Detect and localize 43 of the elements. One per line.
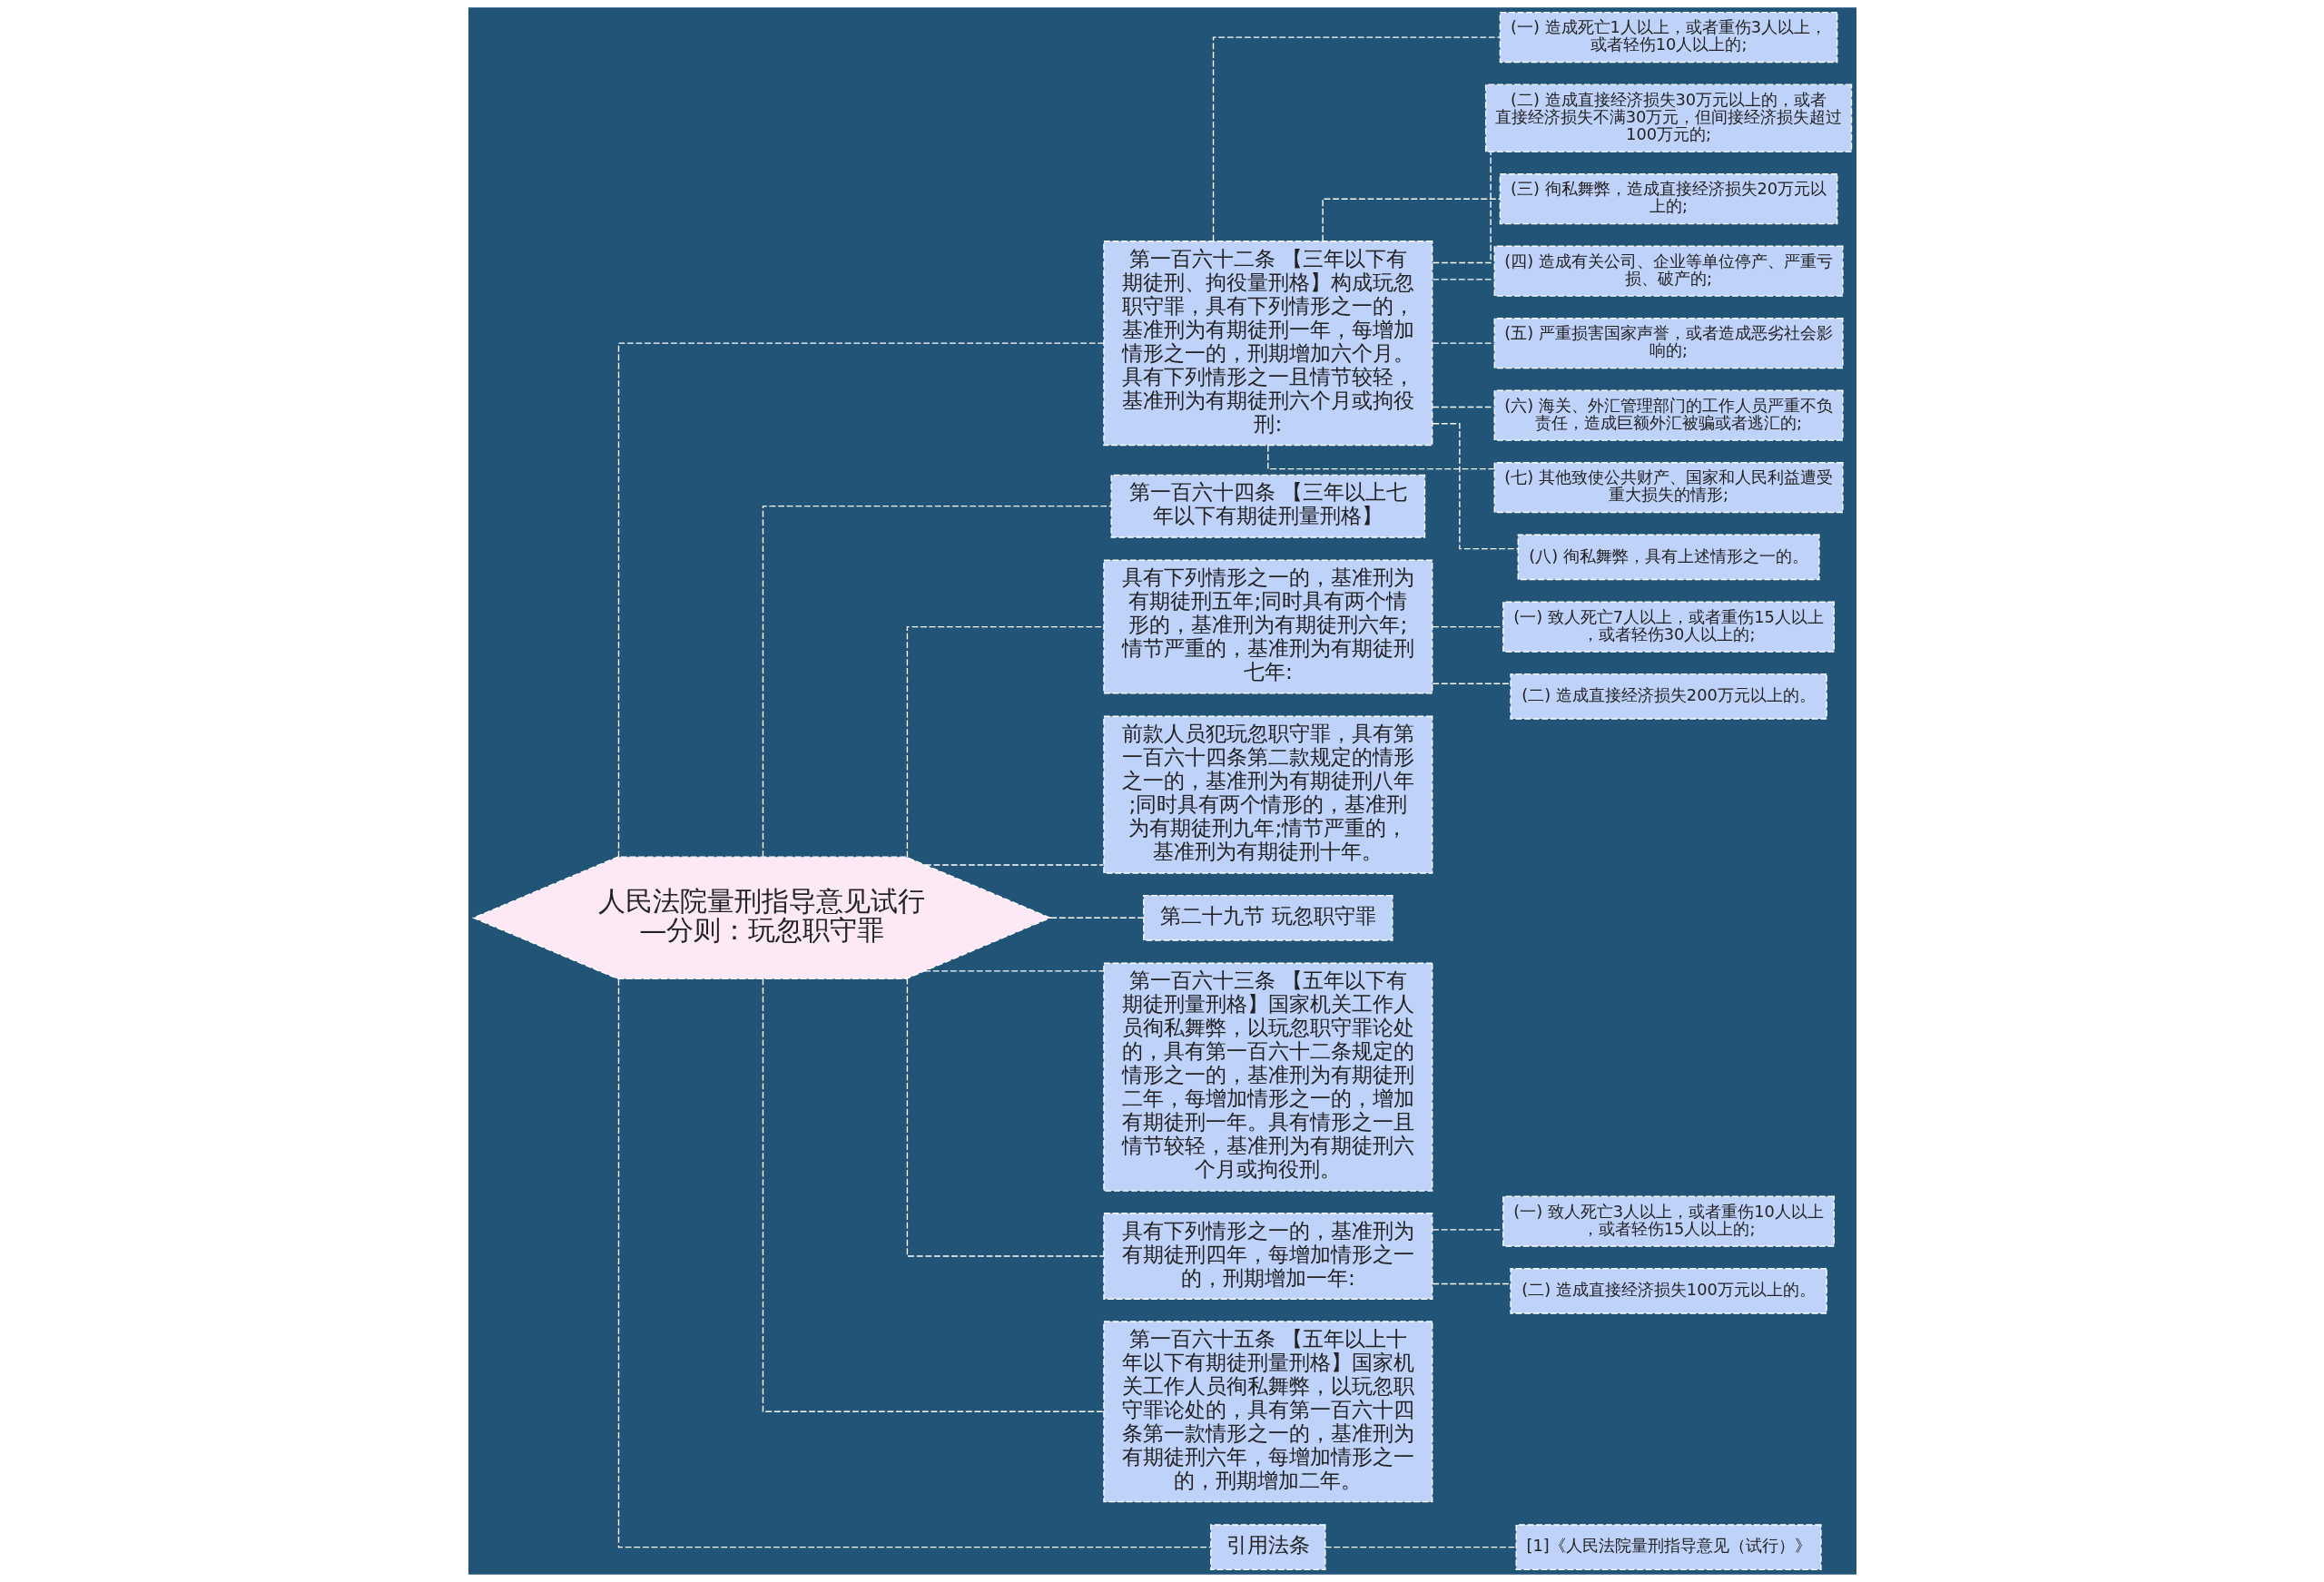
node-box: [1]《人民法院量刑指导意见（试行）》 (1515, 1524, 1822, 1571)
connector (762, 978, 1104, 1412)
connector (1212, 36, 1501, 242)
node-box: 第一百六十四条 【三年以上七年以下有期徒刑量刑格】 (1109, 474, 1425, 538)
node-box: (二) 造成直接经济损失100万元以上的。 (1509, 1268, 1827, 1314)
node-box: (五) 严重损害国家声誉，或者造成恶劣社会影响的; (1493, 318, 1844, 369)
connector (1432, 1282, 1511, 1285)
connector (1432, 406, 1495, 408)
connector (617, 978, 1211, 1548)
connector (1324, 1547, 1516, 1548)
node-box: 第二十九节 玩忽职守罪 (1142, 894, 1393, 941)
node-box: (四) 造成有关公司、企业等单位停产、严重亏损、破产的; (1493, 245, 1844, 297)
node-box: (一) 致人死亡7人以上，或者重伤15人以上，或者轻伤30人以上的; (1502, 601, 1835, 653)
node-box: (七) 其他致使公共财产、国家和人民利益遭受重大损失的情形; (1493, 462, 1844, 514)
node-box: (六) 海关、外汇管理部门的工作人员严重不负责任，造成巨额外汇被骗或者逃汇的; (1493, 389, 1844, 441)
connector (1432, 342, 1495, 344)
node-box: (二) 造成直接经济损失200万元以上的。 (1509, 673, 1827, 720)
node-box: (八) 徇私舞弊，具有上述情形之一的。 (1517, 534, 1820, 581)
connector (1432, 151, 1492, 264)
connector (1321, 198, 1501, 242)
node-box: 具有下列情形之一的，基准刑为有期徒刑四年，每增加情形之一的，刑期增加一年: (1102, 1213, 1433, 1300)
connector (1432, 683, 1511, 684)
connector (617, 342, 1105, 858)
connector (906, 625, 1104, 859)
connector (906, 978, 1104, 1257)
node-box: (二) 造成直接经济损失30万元以上的，或者直接经济损失不满30万元，但间接经济损失超过100万元的; (1484, 84, 1852, 152)
connector (1432, 625, 1503, 628)
connector (1049, 917, 1144, 919)
connector (1432, 1229, 1503, 1231)
node-box: (三) 徇私舞弊，造成直接经济损失20万元以上的; (1499, 173, 1837, 225)
node-box: 引用法条 (1209, 1524, 1326, 1571)
node-box: 前款人员犯玩忽职守罪，具有第一百六十四条第二款规定的情形之一的，基准刑为有期徒刑八年;同时具有两个情形的，基准刑为有期徒刑九年;情节严重的，基准刑为有期徒刑十年。 (1102, 715, 1433, 874)
node-box: (一) 造成死亡1人以上，或者重伤3人以上，或者轻伤10人以上的; (1499, 11, 1837, 64)
connector (762, 506, 1111, 858)
connector (1432, 279, 1495, 280)
node-box: 第一百六十五条 【五年以上十年以下有期徒刑量刑格】国家机关工作人员徇私舞弊，以玩忽职守罪论处的，具有第一百六十四条第一款情形之一的，基准刑为有期徒刑六年，每增加情形之一的，刑期增加二年。 (1102, 1321, 1433, 1503)
node-box: 第一百六十二条 【三年以下有期徒刑、拘役量刑格】构成玩忽职守罪，具有下列情形之一的，基准刑为有期徒刑一年，每增加情形之一的，刑期增加六个月。具有下列情形之一且情节较轻，基准刑为有期徒刑六个月或拘役刑: (1102, 241, 1433, 447)
node-box: 具有下列情形之一的，基准刑为有期徒刑五年;同时具有两个情形的，基准刑为有期徒刑六年;情节严重的，基准刑为有期徒刑七年: (1102, 559, 1433, 694)
connector (923, 970, 1104, 972)
node-box: 第一百六十三条 【五年以下有期徒刑量刑格】国家机关工作人员徇私舞弊，以玩忽职守罪论处的，具有第一百六十二条规定的情形之一的，基准刑为有期徒刑二年，每增加情形之一的，增加有期徒刑一年。具有情形之一且情节较轻，基准刑为有期徒刑六个月或拘役刑。 (1102, 962, 1433, 1192)
connector (1431, 423, 1519, 550)
node-box: (一) 致人死亡3人以上，或者重伤10人以上，或者轻伤15人以上的; (1502, 1195, 1835, 1247)
connector (923, 864, 1104, 866)
